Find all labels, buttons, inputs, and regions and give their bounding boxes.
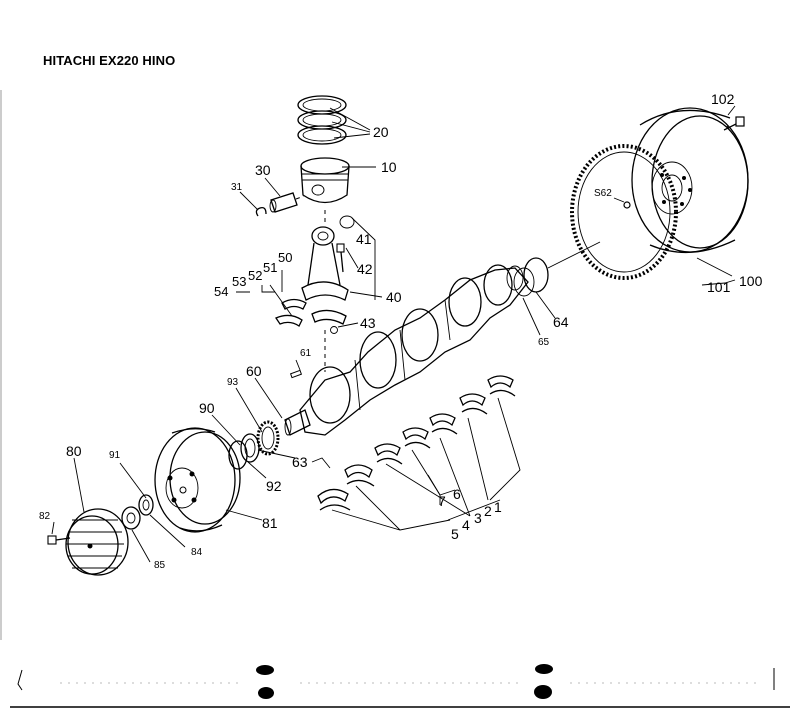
piston [300, 157, 350, 204]
label-102: 102 [711, 91, 735, 107]
label-50: 50 [278, 250, 292, 265]
label-2: 2 [484, 503, 492, 519]
label-1: 1 [494, 499, 502, 515]
label-43: 43 [360, 315, 376, 331]
label-53: 53 [232, 274, 246, 289]
label-60: 60 [246, 363, 262, 379]
label-101: 101 [707, 279, 731, 295]
oil-seal [228, 440, 248, 470]
label-s62: S62 [594, 188, 612, 199]
connecting-rod [301, 215, 355, 301]
label-91: 91 [109, 450, 121, 461]
s62-bolt [623, 201, 631, 209]
ring-gear [570, 144, 678, 280]
label-100: 100 [739, 273, 763, 289]
label-65: 65 [538, 337, 550, 348]
label-7: 7 [438, 493, 446, 509]
label-20: 20 [373, 124, 389, 140]
label-31: 31 [231, 182, 243, 193]
snap-ring [255, 206, 267, 217]
part-labels: 102 100 101 S62 20 10 30 31 41 42 40 43 … [39, 91, 763, 571]
label-52: 52 [248, 268, 262, 283]
damper-pulley [154, 427, 241, 533]
front-pulley [65, 508, 129, 576]
label-63: 63 [292, 454, 308, 470]
label-64: 64 [553, 314, 569, 330]
flywheel-bolt [723, 116, 745, 132]
label-80: 80 [66, 443, 82, 459]
piston-rings [297, 95, 347, 145]
shaft-axis-line [547, 241, 601, 269]
washer [138, 494, 154, 516]
page-title: HITACHI EX220 HINO [43, 53, 176, 68]
label-40: 40 [386, 289, 402, 305]
label-42: 42 [357, 261, 373, 277]
piston-pin [269, 192, 298, 213]
label-85: 85 [154, 560, 166, 571]
label-92: 92 [266, 478, 282, 494]
label-3: 3 [474, 510, 482, 526]
label-61: 61 [300, 348, 312, 359]
main-bearing-shells [317, 375, 516, 511]
crank-nose [284, 409, 311, 436]
rod-bolt [336, 243, 345, 273]
label-4: 4 [462, 517, 470, 533]
label-82: 82 [39, 511, 51, 522]
crank-gear [256, 420, 280, 456]
label-6: 6 [453, 486, 461, 502]
flywheel-housing [631, 107, 749, 254]
label-93: 93 [227, 377, 239, 388]
label-81: 81 [262, 515, 278, 531]
key [289, 369, 303, 379]
label-41: 41 [356, 231, 372, 247]
label-5: 5 [451, 526, 459, 542]
pulley-bolt [47, 535, 71, 545]
label-84: 84 [191, 547, 203, 558]
crankshaft [299, 264, 529, 436]
rear-seal [513, 257, 549, 297]
spacer [240, 433, 260, 463]
scan-border [0, 90, 790, 708]
label-54: 54 [214, 284, 228, 299]
label-10: 10 [381, 159, 397, 175]
pulley-nut [121, 506, 141, 530]
label-51: 51 [263, 260, 277, 275]
label-90: 90 [199, 400, 215, 416]
leader-lines [51, 105, 736, 563]
rod-bearings [275, 298, 307, 327]
label-30: 30 [255, 162, 271, 178]
rod-cap [311, 309, 347, 334]
